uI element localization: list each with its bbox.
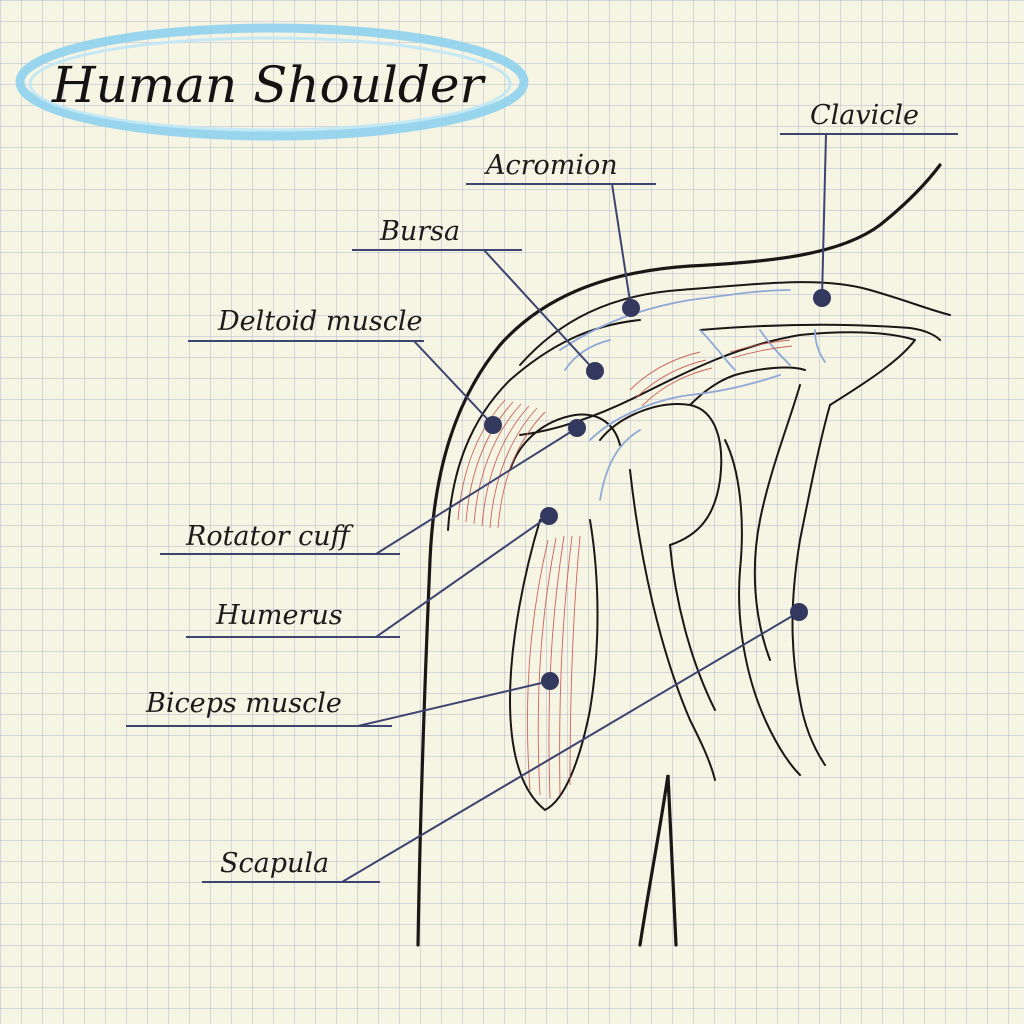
tendon-blue-4 [699, 329, 826, 371]
label-text-deltoid: Deltoid muscle [217, 306, 422, 337]
label-deltoid: Deltoid muscle [188, 306, 502, 434]
label-text-clavicle: Clavicle [810, 100, 919, 131]
label-text-humerus: Humerus [215, 600, 343, 631]
label-biceps: Biceps muscle [126, 672, 559, 727]
marker-bursa [586, 362, 604, 380]
scapula-lateral [753, 384, 801, 661]
title-ellipse [15, 23, 529, 141]
tendon-blue-2 [589, 374, 781, 441]
label-scapula: Scapula [202, 603, 808, 883]
title-ellipse-inner [28, 36, 512, 132]
tendon-blue-5 [564, 339, 611, 371]
acromion-outline [519, 331, 916, 436]
deltoid-fibers [457, 399, 546, 529]
marker-scapula [790, 603, 808, 621]
label-bursa: Bursa [352, 216, 604, 380]
shoulder-contour [519, 281, 951, 366]
label-rotator-cuff: Rotator cuff [160, 419, 586, 555]
page-title: Human Shoulder [51, 56, 486, 114]
label-text-biceps: Biceps muscle [145, 688, 342, 719]
glenoid [689, 366, 806, 406]
tendon-blue-1 [559, 289, 791, 351]
label-text-rotator-cuff: Rotator cuff [185, 521, 354, 552]
biceps-outline [509, 519, 599, 811]
clavicle-outline [699, 323, 941, 341]
label-clavicle: Clavicle [780, 100, 958, 307]
label-text-acromion: Acromion [483, 150, 618, 181]
humerus-shaft-inner [669, 544, 716, 711]
label-humerus: Humerus [186, 507, 558, 638]
marker-clavicle [813, 289, 831, 307]
skin-outline [416, 163, 942, 947]
humerus-shaft [629, 469, 716, 781]
marker-humerus [540, 507, 558, 525]
cuff-fibers [629, 339, 793, 407]
biceps-fibers [527, 535, 581, 799]
scapula-spine [724, 439, 801, 776]
scapula-medial [791, 404, 831, 766]
marker-biceps [541, 672, 559, 690]
marker-deltoid [484, 416, 502, 434]
shoulder-illustration [416, 163, 951, 947]
marker-acromion [622, 299, 640, 317]
marker-rotator-cuff [568, 419, 586, 437]
tendon-blue-3 [599, 429, 641, 501]
label-text-scapula: Scapula [220, 848, 329, 879]
title-group: Human Shoulder [15, 23, 529, 141]
arm-inner-outline [638, 774, 678, 947]
label-text-bursa: Bursa [379, 216, 460, 247]
humeral-head [599, 403, 723, 546]
label-acromion: Acromion [466, 150, 656, 317]
rotator-cuff-outline [509, 413, 621, 471]
